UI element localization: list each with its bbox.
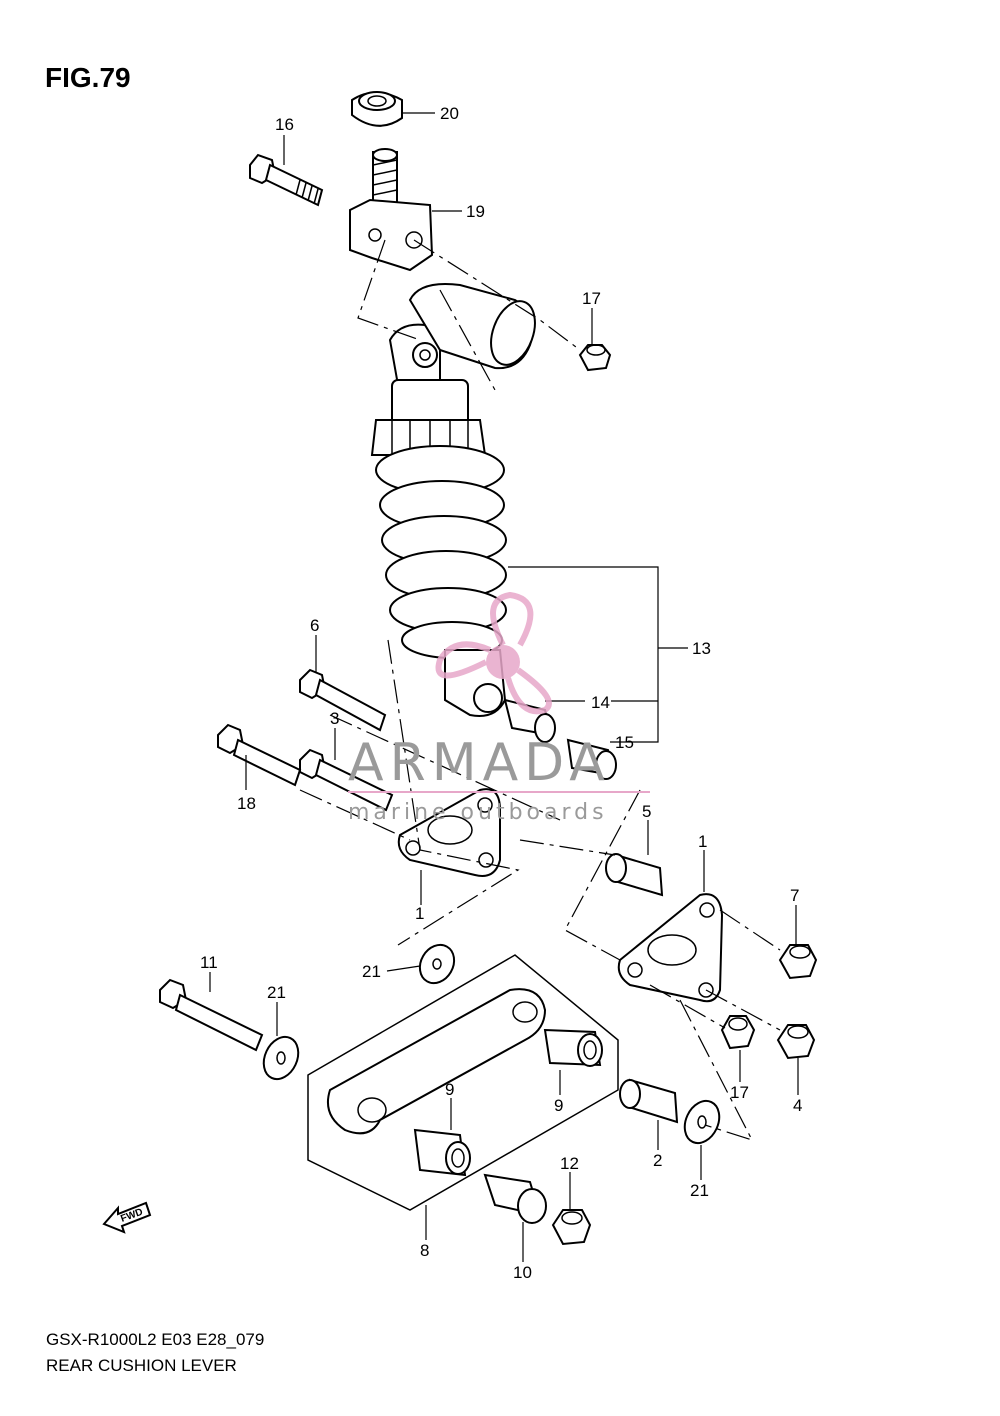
- callout-12: 12: [560, 1154, 579, 1173]
- part-15-collar: [566, 738, 617, 780]
- callout-17-lower: 17: [730, 1083, 749, 1102]
- callout-21-right: 21: [690, 1181, 709, 1200]
- callout-19: 19: [466, 202, 485, 221]
- watermark-logo-icon: [435, 591, 552, 715]
- callout-6: 6: [310, 616, 319, 635]
- part-18-bolt: [217, 723, 302, 787]
- callout-10: 10: [513, 1263, 532, 1282]
- callout-7: 7: [790, 886, 799, 905]
- callout-20: 20: [440, 104, 459, 123]
- callout-8: 8: [420, 1241, 429, 1260]
- part-10-collar: [483, 1173, 547, 1224]
- callout-numbers: 20 16 19 17 13 14 15 6 3 18 1 5 1 7 21 1…: [200, 104, 802, 1282]
- callout-1-left: 1: [415, 904, 424, 923]
- model-code: GSX-R1000L2 E03 E28_079: [46, 1330, 265, 1349]
- callout-21-left: 21: [267, 983, 286, 1002]
- part-6-bolt: [299, 668, 387, 732]
- forward-arrow-icon: FWD: [102, 1201, 152, 1234]
- callout-9-left: 9: [445, 1080, 454, 1099]
- part-16-bolt: [249, 153, 324, 207]
- part-12-nut: [551, 1209, 592, 1246]
- part-21-washer-left: [262, 1035, 300, 1081]
- callout-15: 15: [615, 733, 634, 752]
- part-7-nut: [778, 944, 818, 980]
- part-17-nut-top: [578, 344, 612, 372]
- part-21-washer-upper: [418, 943, 456, 985]
- part-9-bearing-right: [543, 1028, 603, 1067]
- callout-21-upper: 21: [362, 962, 381, 981]
- callout-5: 5: [642, 802, 651, 821]
- callout-16: 16: [275, 115, 294, 134]
- callout-11: 11: [200, 953, 218, 972]
- part-17-nut-lower: [720, 1015, 756, 1050]
- part-1-bracket-right: [617, 893, 724, 1003]
- callout-14: 14: [591, 693, 610, 712]
- rear-shock-absorber: [370, 283, 536, 717]
- callout-9-right: 9: [554, 1096, 563, 1115]
- part-4-nut: [776, 1024, 816, 1060]
- part-1-bracket-left: [397, 788, 501, 877]
- part-8-cushion-lever: [307, 954, 619, 1211]
- callout-4: 4: [793, 1096, 802, 1115]
- part-20-nut: [351, 91, 403, 127]
- callout-18: 18: [237, 794, 256, 813]
- part-9-bearing-left: [413, 1128, 471, 1177]
- callout-17-top: 17: [582, 289, 601, 308]
- figure-title: FIG.79: [45, 62, 131, 93]
- part-2-collar: [619, 1078, 679, 1124]
- leader-lines: [209, 112, 799, 1262]
- assembly-lines: [299, 239, 781, 1142]
- callout-13: 13: [692, 639, 711, 658]
- part-19-clevis: [349, 148, 434, 272]
- callout-3: 3: [330, 709, 339, 728]
- part-11-bolt: [159, 978, 264, 1052]
- callout-1-right: 1: [698, 832, 707, 851]
- part-5-collar: [605, 853, 664, 897]
- watermark-brand: ARMADA: [348, 733, 611, 793]
- watermark-tagline: marine outboards: [348, 800, 608, 825]
- figure-name: REAR CUSHION LEVER: [46, 1356, 237, 1375]
- part-21-washer-right: [683, 1099, 721, 1145]
- callout-2: 2: [653, 1151, 662, 1170]
